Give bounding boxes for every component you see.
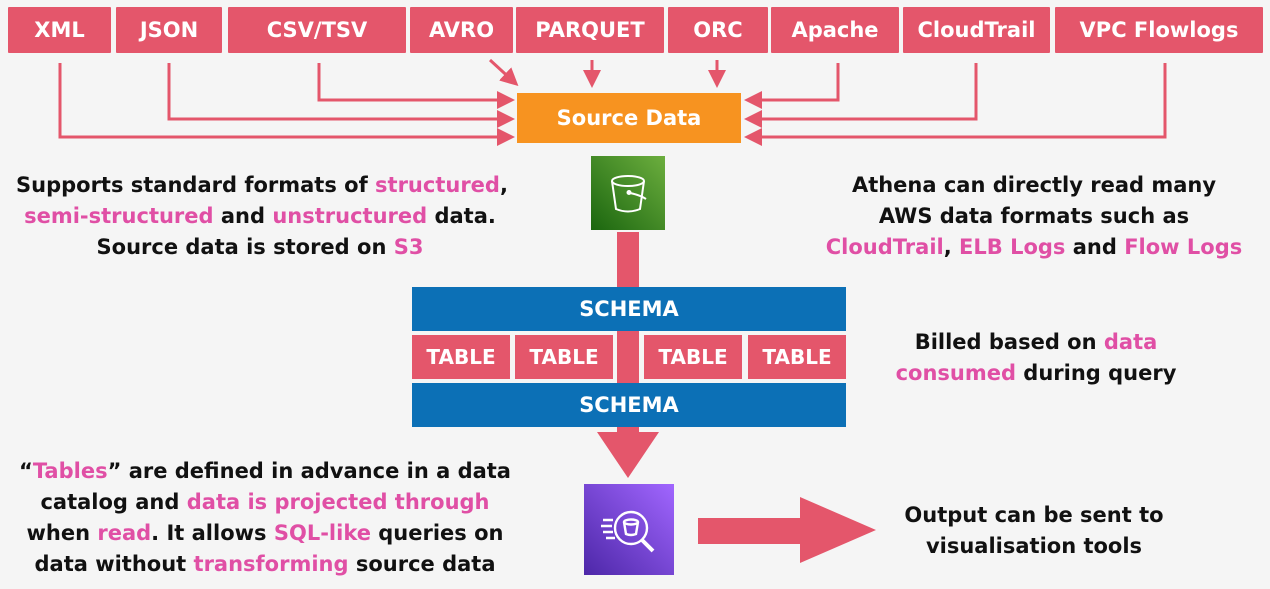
connector-cloudtrail (744, 63, 978, 128)
flow-arrow-down (597, 432, 659, 478)
note-athena-read: Athena can directly read many AWS data f… (825, 173, 1243, 259)
format-parquet: PARQUET (516, 7, 664, 53)
note-billing: Billed based on data consumed during que… (895, 330, 1177, 385)
table-1: TABLE (412, 335, 510, 379)
connector-avro (488, 58, 519, 87)
connector-xml (58, 63, 515, 146)
athena-icon (584, 484, 674, 575)
format-csv-tsv: CSV/TSV (228, 7, 406, 53)
flow-bar (617, 232, 639, 432)
format-avro: AVRO (410, 7, 513, 53)
format-orc: ORC (668, 7, 768, 53)
schema-top: SCHEMA (412, 287, 846, 331)
connector-csv (317, 63, 515, 109)
s3-bucket-icon (591, 156, 665, 230)
note-output: Output can be sent to visualisation tool… (904, 503, 1164, 558)
bucket-icon (611, 175, 647, 213)
source-data-box: Source Data (517, 93, 741, 143)
connector-apache (744, 63, 840, 109)
format-json: JSON (116, 7, 222, 53)
note-supported-formats: Supports standard formats of structured,… (16, 173, 508, 259)
format-vpc-flowlogs: VPC Flowlogs (1055, 7, 1263, 53)
output-arrow-shaft (698, 518, 800, 544)
format-xml: XML (8, 7, 111, 53)
magnifier-bucket-icon (601, 510, 655, 552)
format-cloudtrail: CloudTrail (903, 7, 1050, 53)
table-2: TABLE (515, 335, 613, 379)
table-3: TABLE (644, 335, 742, 379)
schema-bottom: SCHEMA (412, 383, 846, 427)
connector-json (167, 63, 515, 128)
table-4: TABLE (748, 335, 846, 379)
format-apache: Apache (771, 7, 899, 53)
connector-vpc (744, 63, 1167, 146)
note-tables: “Tables” are defined in advance in a dat… (19, 459, 511, 576)
output-arrow-head (800, 497, 876, 563)
